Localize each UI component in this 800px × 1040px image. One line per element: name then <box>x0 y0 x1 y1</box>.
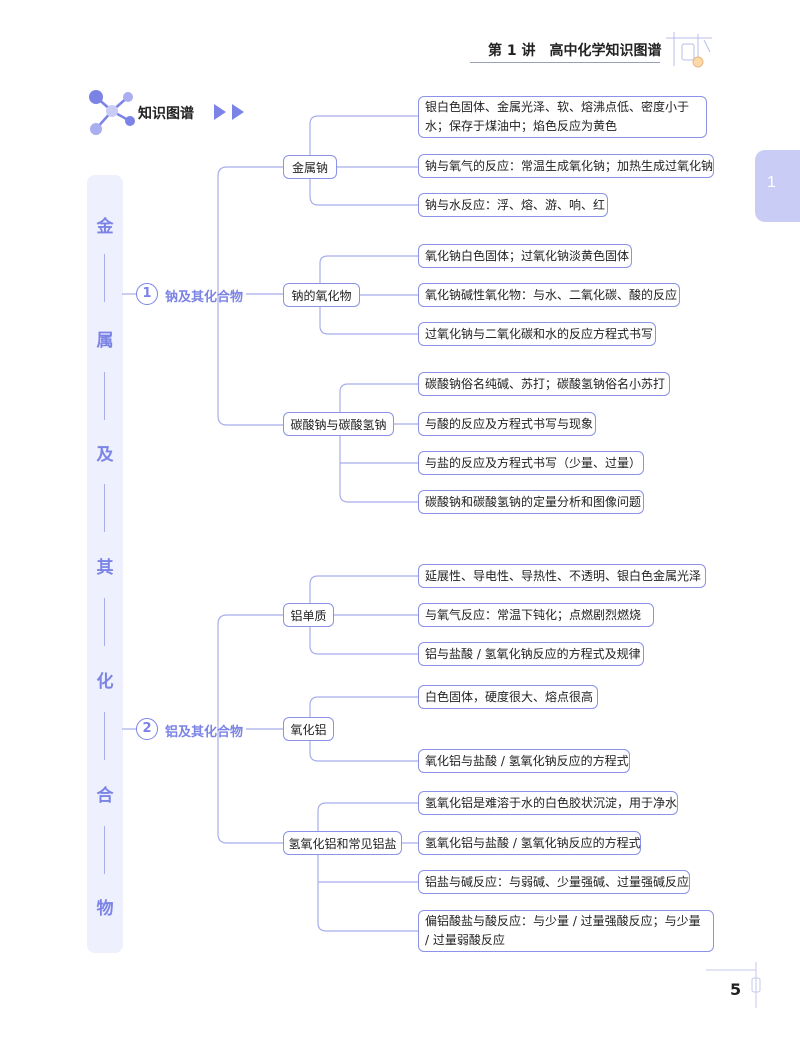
detail-node: 氢氧化铝是难溶于水的白色胶状沉淀，用于净水 <box>418 791 678 815</box>
vertical-char: 及 <box>96 445 114 465</box>
footer-apparatus-icon <box>706 962 761 1008</box>
detail-node: 铝与盐酸 / 氢氧化钠反应的方程式及规律 <box>418 642 644 666</box>
vertical-dash <box>104 712 105 760</box>
double-arrow-icon <box>214 104 244 120</box>
topic-node: 铝单质 <box>283 603 334 627</box>
vertical-char: 化 <box>96 672 114 692</box>
detail-node: 白色固体，硬度很大、熔点很高 <box>418 685 598 709</box>
detail-node: 过氧化钠与二氧化碳和水的反应方程式书写 <box>418 322 656 346</box>
detail-node: 偏铝酸盐与酸反应：与少量 / 过量强酸反应；与少量 / 过量弱酸反应 <box>418 910 714 952</box>
detail-node: 铝盐与碱反应：与弱碱、少量强碱、过量强碱反应 <box>418 870 690 894</box>
page-header-title: 第 1 讲 高中化学知识图谱 <box>488 43 662 59</box>
topic-node: 钠的氧化物 <box>283 283 360 307</box>
vertical-char: 属 <box>96 331 114 351</box>
chapter-tab-label: 1 <box>767 174 776 191</box>
molecule-icon <box>89 90 135 135</box>
vertical-char: 合 <box>96 786 114 806</box>
group-number-badge: 1 <box>136 283 158 305</box>
topic-node: 氧化铝 <box>283 717 334 741</box>
group-number-badge: 2 <box>136 718 158 740</box>
vertical-dash <box>104 598 105 646</box>
vertical-char: 其 <box>96 558 114 578</box>
detail-node: 氧化钠白色固体；过氧化钠淡黄色固体 <box>418 244 632 268</box>
detail-node: 延展性、导电性、导热性、不透明、银白色金属光泽 <box>418 564 706 588</box>
vertical-char: 物 <box>96 899 114 919</box>
detail-node: 碳酸钠俗名纯碱、苏打；碳酸氢钠俗名小苏打 <box>418 372 670 396</box>
detail-node: 氧化铝与盐酸 / 氢氧化钠反应的方程式 <box>418 749 630 773</box>
group-label: 铝及其化合物 <box>165 725 244 740</box>
vertical-dash <box>104 254 105 302</box>
detail-node: 氢氧化铝与盐酸 / 氢氧化钠反应的方程式 <box>418 831 641 855</box>
topic-node: 碳酸钠与碳酸氢钠 <box>283 412 394 436</box>
topic-node: 氢氧化铝和常见铝盐 <box>283 831 402 855</box>
detail-node: 与盐的反应及方程式书写（少量、过量） <box>418 451 644 475</box>
detail-node: 氧化钠碱性氧化物：与水、二氧化碳、酸的反应 <box>418 283 680 307</box>
group-label: 钠及其化合物 <box>165 290 244 305</box>
detail-node: 与酸的反应及方程式书写与现象 <box>418 412 596 436</box>
vertical-dash <box>104 484 105 532</box>
vertical-dash <box>104 372 105 420</box>
lab-equipment-icon <box>666 32 712 68</box>
detail-node: 钠与水反应：浮、熔、游、响、红 <box>418 193 608 217</box>
detail-node: 银白色固体、金属光泽、软、熔沸点低、密度小于水；保存于煤油中；焰色反应为黄色 <box>418 96 707 138</box>
vertical-char: 金 <box>96 217 114 237</box>
header-rule <box>470 62 660 63</box>
topic-node: 金属钠 <box>283 155 337 179</box>
detail-node: 与氧气反应：常温下钝化；点燃剧烈燃烧 <box>418 603 654 627</box>
chapter-tab[interactable]: 1 <box>755 150 800 222</box>
chapter-vertical-title <box>87 175 123 953</box>
detail-node: 碳酸钠和碳酸氢钠的定量分析和图像问题 <box>418 490 644 514</box>
detail-node: 钠与氧气的反应：常温生成氧化钠；加热生成过氧化钠 <box>418 154 714 178</box>
section-title: 知识图谱 <box>138 106 194 122</box>
page-number: 5 <box>730 980 742 999</box>
vertical-dash <box>104 826 105 874</box>
